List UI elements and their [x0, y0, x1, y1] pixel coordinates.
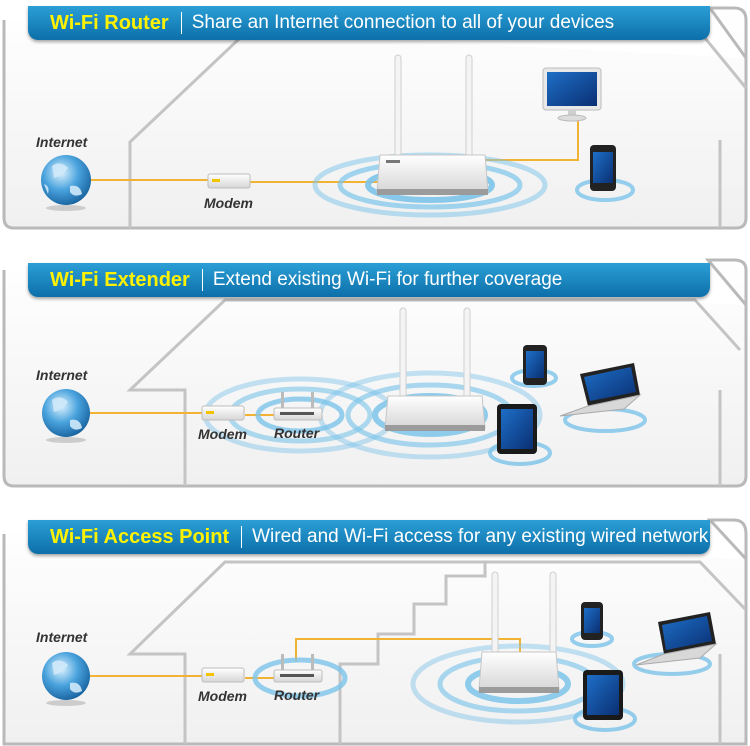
label-modem: Modem — [198, 426, 247, 442]
banner-divider — [180, 12, 182, 34]
wifi-extender-icon — [384, 307, 486, 431]
banner-title: Wi-Fi Router — [50, 11, 169, 34]
house-outline — [2, 258, 748, 488]
house-roofline — [126, 560, 485, 744]
panel-wifi-extender: Wi-Fi Extender Extend existing Wi-Fi for… — [0, 250, 750, 490]
panel-wifi-router: Wi-Fi Router Share an Internet connectio… — [0, 0, 750, 232]
label-internet: Internet — [36, 629, 88, 645]
label-modem: Modem — [198, 688, 247, 704]
modem-icon — [201, 405, 245, 421]
internet-globe-icon — [41, 155, 91, 211]
smartphone-icon — [523, 345, 547, 385]
smartphone-icon — [590, 145, 616, 191]
label-internet: Internet — [36, 367, 88, 383]
laptop-icon — [559, 363, 642, 417]
banner-subtitle: Wired and Wi-Fi access for any existing … — [252, 526, 709, 547]
banner-divider — [201, 269, 203, 291]
internet-globe-icon — [42, 389, 90, 443]
house-roofline — [126, 298, 742, 486]
wifi-router-icon — [376, 54, 489, 195]
label-modem: Modem — [204, 195, 253, 211]
modem-icon — [201, 667, 245, 683]
tablet-icon — [497, 404, 537, 454]
label-router: Router — [274, 425, 320, 441]
house-outline — [2, 518, 748, 746]
existing-router-icon — [273, 392, 323, 421]
cable-router-monitor — [485, 115, 579, 161]
banner-subtitle: Extend existing Wi-Fi for further covera… — [212, 269, 563, 290]
label-router: Router — [274, 687, 320, 703]
house-outline — [2, 6, 748, 230]
banner-divider — [241, 526, 243, 548]
banner-title: Wi-Fi Access Point — [50, 525, 230, 548]
tablet-icon — [583, 670, 623, 720]
smartphone-icon — [581, 602, 603, 640]
banner-wifi-access-point: Wi-Fi Access Point Wired and Wi-Fi acces… — [28, 520, 710, 554]
banner-wifi-router: Wi-Fi Router Share an Internet connectio… — [28, 6, 710, 40]
modem-icon — [207, 173, 251, 189]
laptop-icon — [635, 612, 718, 666]
staircase-outline — [338, 560, 747, 744]
cable-router-accesspoint — [295, 638, 521, 662]
banner-title: Wi-Fi Extender — [50, 268, 190, 291]
access-point-icon — [478, 571, 560, 693]
banner-wifi-extender: Wi-Fi Extender Extend existing Wi-Fi for… — [28, 263, 710, 297]
internet-globe-icon — [42, 652, 90, 706]
banner-subtitle: Share an Internet connection to all of y… — [191, 12, 615, 33]
label-internet: Internet — [36, 134, 88, 150]
panel-wifi-access-point: Wi-Fi Access Point Wired and Wi-Fi acces… — [0, 514, 750, 746]
desktop-monitor-icon — [542, 67, 602, 122]
existing-router-icon — [273, 654, 323, 683]
